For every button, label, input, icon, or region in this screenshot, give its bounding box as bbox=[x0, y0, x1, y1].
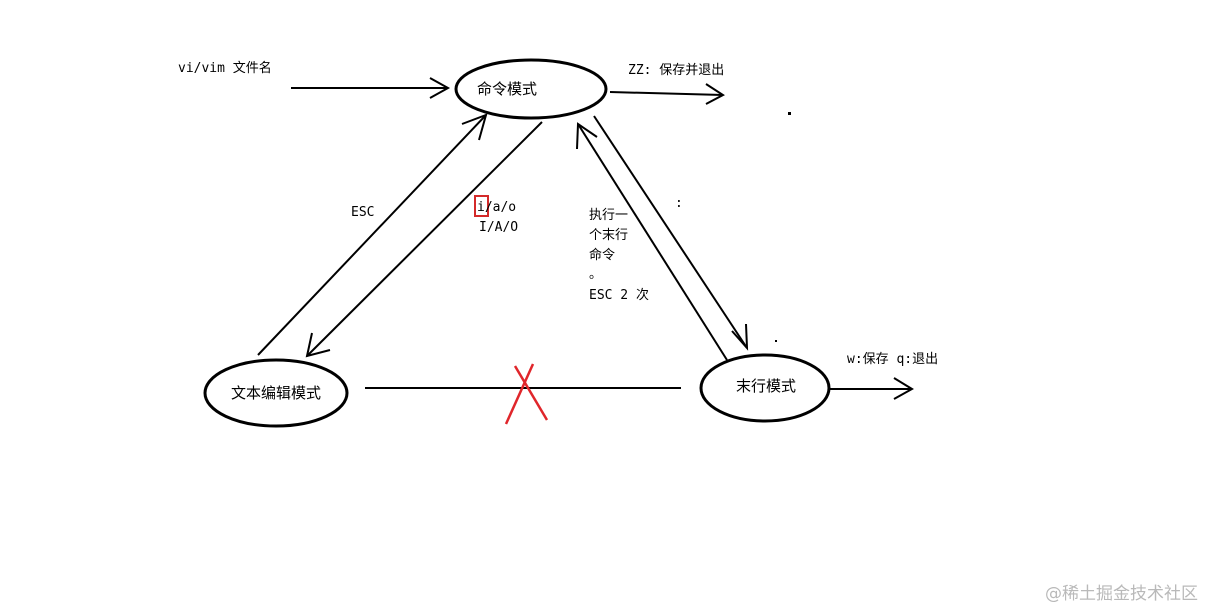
insert-label-lower: i/a/o bbox=[477, 200, 517, 215]
watermark: @稀土掘金技术社区 bbox=[1045, 584, 1198, 604]
stray-dot bbox=[788, 112, 791, 115]
wq-label: w:保存 q:退出 bbox=[847, 352, 939, 367]
edit-mode-label: 文本编辑模式 bbox=[231, 384, 322, 402]
exec-label-line4: 。 bbox=[589, 267, 603, 282]
open-file-arrow bbox=[291, 77, 451, 99]
zz-label: ZZ: 保存并退出 bbox=[628, 63, 725, 78]
i-highlight-box bbox=[474, 195, 489, 217]
colon-arrow bbox=[593, 115, 749, 351]
open-file-label: vi/vim 文件名 bbox=[178, 61, 272, 76]
return-arrow bbox=[576, 122, 728, 361]
insert-label-upper: I/A/O bbox=[479, 220, 519, 235]
zz-exit-arrow bbox=[609, 83, 725, 105]
blocked-cross bbox=[504, 363, 549, 425]
exec-label-line1: 执行一 bbox=[589, 208, 629, 223]
stray-dot bbox=[775, 340, 777, 342]
exec-label-line3: 命令 bbox=[589, 248, 616, 263]
lastline-mode-label: 末行模式 bbox=[736, 377, 797, 395]
esc-arrow bbox=[257, 113, 488, 356]
command-mode-node bbox=[454, 58, 608, 120]
esc-label: ESC bbox=[351, 205, 375, 220]
wq-exit-arrow bbox=[830, 377, 914, 400]
command-mode-label: 命令模式 bbox=[477, 80, 538, 98]
exec-label-line5: ESC 2 次 bbox=[589, 288, 649, 303]
edit-mode-node bbox=[203, 358, 349, 428]
exec-label-line2: 个末行 bbox=[589, 228, 629, 243]
lastline-mode-node bbox=[699, 353, 831, 423]
colon-label: : bbox=[675, 196, 683, 211]
insert-arrow bbox=[305, 121, 543, 358]
